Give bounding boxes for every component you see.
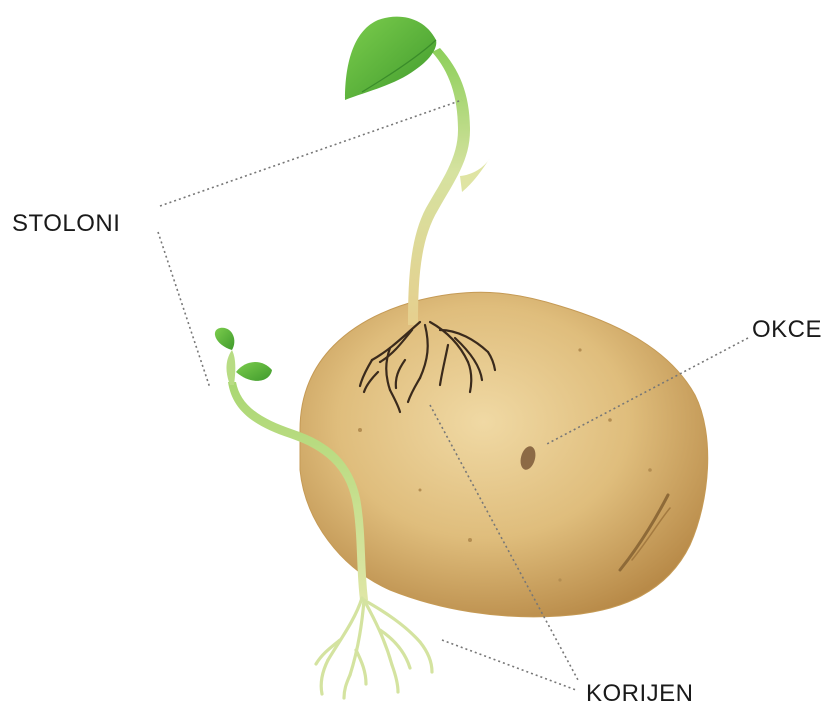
- label-stoloni: STOLONI: [12, 210, 120, 238]
- label-okce: OKCE: [752, 316, 822, 344]
- side-roots: [316, 598, 432, 698]
- side-leaf-right: [236, 362, 272, 381]
- leader-stoloni-main: [160, 100, 462, 206]
- side-leaf-left: [215, 328, 234, 350]
- label-korijen: KORIJEN: [586, 680, 694, 708]
- sprout-leaf: [345, 17, 436, 100]
- leader-korijen-side: [442, 640, 576, 690]
- leader-stoloni-side: [158, 232, 210, 388]
- main-sprout: [345, 17, 490, 325]
